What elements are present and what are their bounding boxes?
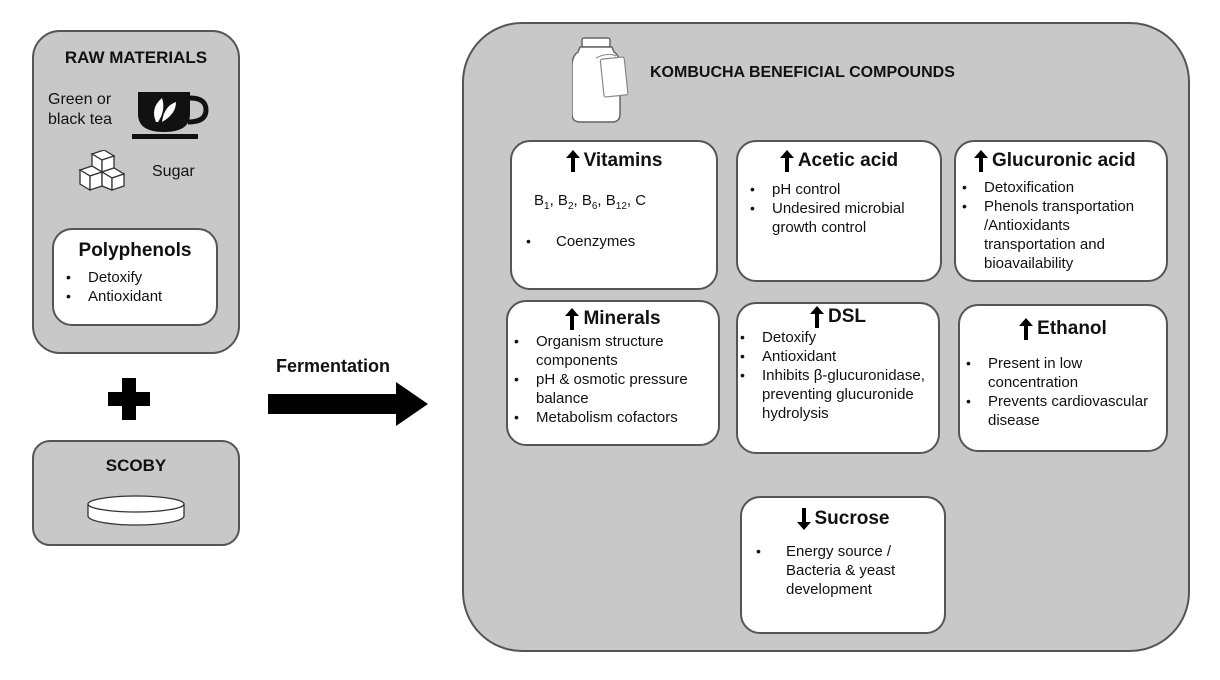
tea-label: Green or black tea bbox=[48, 91, 113, 128]
scoby-title: SCOBY bbox=[105, 456, 167, 475]
sucrose-title: Sucrose bbox=[814, 508, 890, 529]
glucuronic-acid-title: Glucuronic acid bbox=[992, 150, 1136, 171]
list-item: Antioxidant bbox=[62, 287, 216, 306]
list-item: Inhibits β-glucuronidase, preventing glu… bbox=[736, 366, 934, 423]
sugar-label: Sugar bbox=[152, 163, 195, 180]
acetic-acid-card: Acetic acid pH control Undesired microbi… bbox=[736, 140, 942, 282]
dsl-title-row: DSL bbox=[738, 306, 938, 328]
raw-materials-title: RAW MATERIALS bbox=[64, 48, 208, 67]
kombucha-title: KOMBUCHA BENEFICIAL COMPOUNDS bbox=[650, 64, 955, 81]
jar-icon bbox=[572, 37, 629, 123]
arrow-up-icon bbox=[565, 308, 580, 330]
vitamins-card: Vitamins B1, B2, B6, B12, C Coenzymes bbox=[510, 140, 718, 290]
acetic-acid-title: Acetic acid bbox=[797, 150, 899, 171]
list-item: Detoxify bbox=[736, 328, 934, 347]
vitamins-list: Coenzymes bbox=[522, 232, 716, 251]
vitamins-title: Vitamins bbox=[583, 150, 663, 171]
ethanol-title: Ethanol bbox=[1037, 318, 1107, 339]
list-item: Coenzymes bbox=[522, 232, 716, 251]
arrow-up-icon bbox=[974, 150, 988, 172]
sugar-cubes-icon bbox=[78, 150, 126, 192]
list-item: Undesired microbial growth control bbox=[746, 199, 934, 237]
arrow-up-icon bbox=[1019, 318, 1034, 340]
minerals-card: Minerals Organism structure components p… bbox=[506, 300, 720, 446]
dsl-title: DSL bbox=[828, 306, 866, 327]
glucuronic-acid-card: Glucuronic acid Detoxification Phenols t… bbox=[954, 140, 1168, 282]
polyphenols-card: Polyphenols Detoxify Antioxidant bbox=[52, 228, 218, 326]
dsl-card: DSL Detoxify Antioxidant Inhibits β-gluc… bbox=[736, 302, 940, 454]
ethanol-title-row: Ethanol bbox=[960, 318, 1166, 340]
list-item: Metabolism cofactors bbox=[510, 408, 714, 427]
minerals-title-row: Minerals bbox=[508, 308, 718, 330]
tea-cup-icon bbox=[132, 92, 209, 139]
sucrose-card: Sucrose Energy source / Bacteria & yeast… bbox=[740, 496, 946, 634]
scoby-disc-icon bbox=[87, 495, 185, 526]
sucrose-list: Energy source / Bacteria & yeast develop… bbox=[752, 542, 938, 599]
list-item: Energy source / Bacteria & yeast develop… bbox=[752, 542, 938, 599]
list-item: Prevents cardiovascular disease bbox=[962, 392, 1162, 430]
acetic-acid-title-row: Acetic acid bbox=[738, 150, 940, 172]
arrow-up-icon bbox=[810, 306, 824, 328]
sucrose-title-row: Sucrose bbox=[742, 508, 944, 530]
dsl-list: Detoxify Antioxidant Inhibits β-glucuron… bbox=[736, 328, 934, 423]
polyphenols-title: Polyphenols bbox=[78, 240, 192, 261]
polyphenols-list: Detoxify Antioxidant bbox=[62, 268, 216, 306]
list-item: pH & osmotic pressure balance bbox=[510, 370, 714, 408]
plus-icon bbox=[108, 378, 150, 420]
list-item: Antioxidant bbox=[736, 347, 934, 366]
list-item: Organism structure components bbox=[510, 332, 714, 370]
minerals-list: Organism structure components pH & osmot… bbox=[510, 332, 714, 427]
raw-materials-panel: RAW MATERIALS Green or black tea Sugar P… bbox=[32, 30, 240, 354]
arrow-up-icon bbox=[565, 150, 580, 172]
minerals-title: Minerals bbox=[583, 308, 661, 329]
glucuronic-acid-list: Detoxification Phenols transportation /A… bbox=[958, 178, 1162, 273]
list-item: Phenols transportation /Antioxidants tra… bbox=[958, 197, 1162, 273]
fermentation-label: Fermentation bbox=[276, 356, 391, 376]
list-item: Present in low concentration bbox=[962, 354, 1162, 392]
vitamins-b-list: B1, B2, B6, B12, C bbox=[534, 192, 647, 212]
list-item: pH control bbox=[746, 180, 934, 199]
arrow-down-icon bbox=[796, 508, 811, 530]
arrow-up-icon bbox=[779, 150, 794, 172]
kombucha-panel: KOMBUCHA BENEFICIAL COMPOUNDS Vitamins B… bbox=[462, 22, 1190, 652]
fermentation-arrow-icon bbox=[268, 382, 428, 426]
scoby-panel: SCOBY bbox=[32, 440, 240, 546]
ethanol-card: Ethanol Present in low concentration Pre… bbox=[958, 304, 1168, 452]
ethanol-list: Present in low concentration Prevents ca… bbox=[962, 354, 1162, 430]
list-item: Detoxify bbox=[62, 268, 216, 287]
vitamins-title-row: Vitamins bbox=[512, 150, 716, 172]
acetic-acid-list: pH control Undesired microbial growth co… bbox=[746, 180, 934, 237]
list-item: Detoxification bbox=[958, 178, 1162, 197]
glucuronic-acid-title-row: Glucuronic acid bbox=[974, 150, 1166, 172]
